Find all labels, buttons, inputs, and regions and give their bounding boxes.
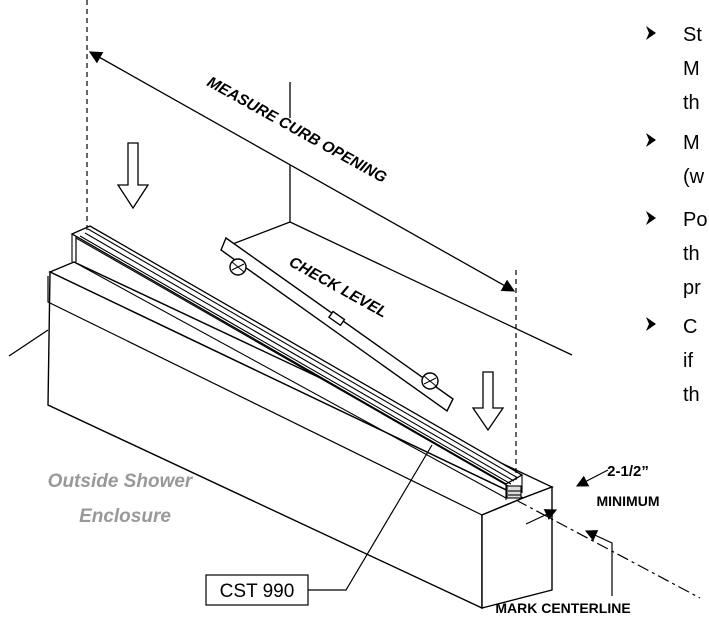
svg-text:Po: Po (683, 209, 707, 231)
minimum-arrow-upper (575, 469, 609, 487)
check-level-label: CHECK LEVEL (286, 254, 390, 322)
bullet-4: C if th (646, 316, 700, 406)
bullet-arrow-icon (646, 133, 656, 147)
part-number-label: CST 990 (220, 581, 295, 602)
centerline-leader (584, 530, 613, 596)
down-arrow-right (471, 371, 505, 432)
outside-label-line1: Outside Shower (48, 471, 194, 492)
svg-text:if: if (683, 350, 693, 372)
down-arrow-left (116, 142, 150, 210)
svg-text:St: St (683, 24, 702, 46)
bullet-arrow-icon (646, 317, 656, 331)
svg-text:(w: (w (683, 166, 705, 188)
curb-end-face (481, 485, 553, 609)
centerline-label: MARK CENTERLINE (495, 600, 630, 616)
svg-text:pr: pr (683, 277, 701, 299)
outside-label-line2: Enclosure (79, 506, 171, 527)
svg-text:th: th (683, 384, 700, 406)
measure-arrow (88, 51, 516, 292)
svg-text:C: C (683, 316, 697, 338)
svg-text:M: M (683, 58, 700, 80)
measure-lines (86, 0, 517, 480)
svg-text:th: th (683, 92, 700, 114)
minimum-arrow-lower (525, 509, 558, 525)
instruction-list: St M th M (w Po th pr C if th (646, 24, 707, 406)
minimum-dim-label: 2-1/2” (607, 463, 649, 480)
measure-label: MEASURE CURB OPENING (204, 74, 389, 187)
bullet-3: Po th pr (646, 209, 707, 299)
minimum-word-label: MINIMUM (597, 493, 660, 509)
bullet-arrow-icon (646, 211, 656, 225)
part-leader (205, 444, 433, 606)
level-vial-center (327, 310, 346, 327)
bullet-1: St M th (646, 24, 702, 114)
svg-text:M: M (683, 132, 700, 154)
centerline-lines (515, 469, 701, 599)
bullet-arrow-icon (646, 26, 656, 40)
svg-text:th: th (683, 243, 700, 265)
bullet-2: M (w (646, 132, 705, 188)
part-number-box (205, 574, 309, 606)
curb-block (47, 261, 554, 610)
